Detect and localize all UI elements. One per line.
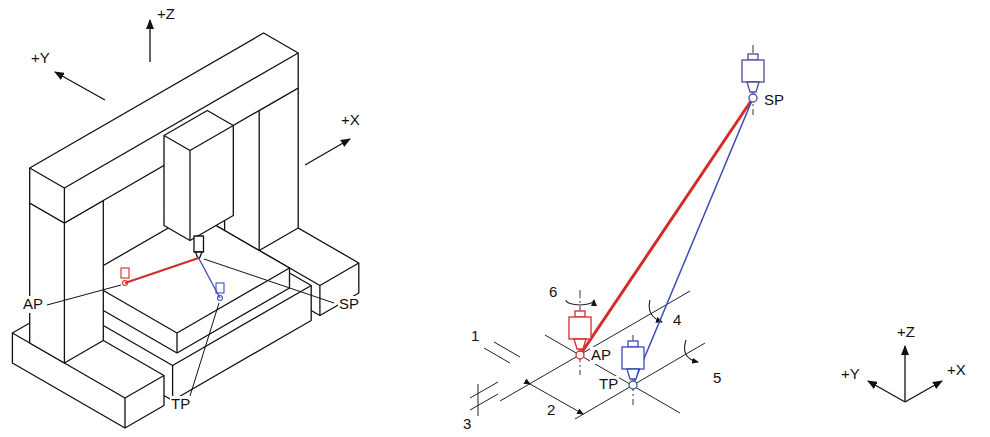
dim-3-ext-a (470, 382, 498, 398)
spindle-body (569, 317, 591, 339)
spindle-point (749, 94, 757, 102)
tp-leader (190, 303, 219, 396)
spindle-tip (747, 82, 759, 92)
dim-3-ext-b (470, 394, 498, 410)
spindle-cap (628, 341, 638, 347)
ap-leader (47, 285, 121, 305)
point-label: SP (338, 296, 360, 313)
sp-tp-line (199, 258, 220, 298)
rotation-5 (685, 340, 699, 362)
z-axis-arrow (904, 346, 905, 402)
tool-markers (121, 268, 224, 301)
spindle-nose (194, 236, 204, 252)
spindle-tip (196, 252, 203, 258)
x-axis-arrow (305, 139, 350, 165)
ap-spindle-symbol (569, 311, 591, 359)
sp-spindle-symbol (742, 54, 764, 102)
point-label: SP (763, 92, 785, 109)
axis-label: +X (340, 112, 361, 129)
spindle-cap (748, 54, 758, 60)
center-lines (580, 45, 753, 405)
callout-number: 2 (546, 402, 556, 419)
machine-axes (55, 20, 350, 165)
point-label: AP (22, 296, 44, 313)
y-line-ap-tp (545, 335, 680, 413)
point-label: AP (590, 347, 612, 364)
point-label: TP (598, 376, 619, 393)
axis-label: +X (946, 362, 967, 379)
callout-number: 6 (548, 284, 558, 301)
ap-tool-marker (121, 268, 129, 278)
spindle-head (164, 111, 233, 241)
axis-label: +Z (156, 6, 176, 23)
left-column-edges (30, 201, 104, 364)
reference-lines (470, 291, 705, 419)
machine-table-edges (82, 268, 290, 353)
spindle-tip (627, 369, 639, 379)
dim-3-line (478, 384, 479, 416)
sp-ap-line (125, 258, 199, 283)
spindle-point (576, 351, 584, 359)
x-axis-arrow (905, 381, 942, 402)
callout-number: 5 (712, 370, 722, 387)
spindle-head-edges (164, 126, 233, 241)
dim-1-ext-b (494, 342, 520, 357)
dim-2-line (530, 384, 583, 414)
axis-label: +Y (30, 50, 51, 67)
sp-tp-line (633, 98, 753, 385)
callout-number: 3 (462, 416, 472, 433)
spindle-body (742, 60, 764, 82)
spindle-cap (575, 311, 585, 317)
dim-1-ext-a (484, 348, 510, 363)
axis-label: +Y (840, 366, 861, 383)
y-axis-arrow (55, 72, 105, 100)
point-label: TP (170, 396, 191, 413)
y-axis-arrow (868, 381, 905, 402)
spindle-body (622, 347, 644, 369)
sp-ap-line (580, 98, 753, 355)
axis-triad (868, 346, 942, 402)
callout-number: 4 (672, 312, 682, 329)
axis-label: +Z (896, 324, 916, 341)
z-axis-arrow (149, 20, 150, 62)
sp-leader (204, 259, 334, 303)
rotation-6 (566, 300, 594, 305)
machine-body (12, 33, 358, 428)
leader-lines (47, 259, 334, 396)
x-line-ap (500, 291, 690, 401)
callout-number: 1 (470, 328, 480, 345)
spindle-tip (574, 339, 586, 349)
spindle-point (629, 381, 637, 389)
tp-spindle-symbol (622, 341, 644, 389)
